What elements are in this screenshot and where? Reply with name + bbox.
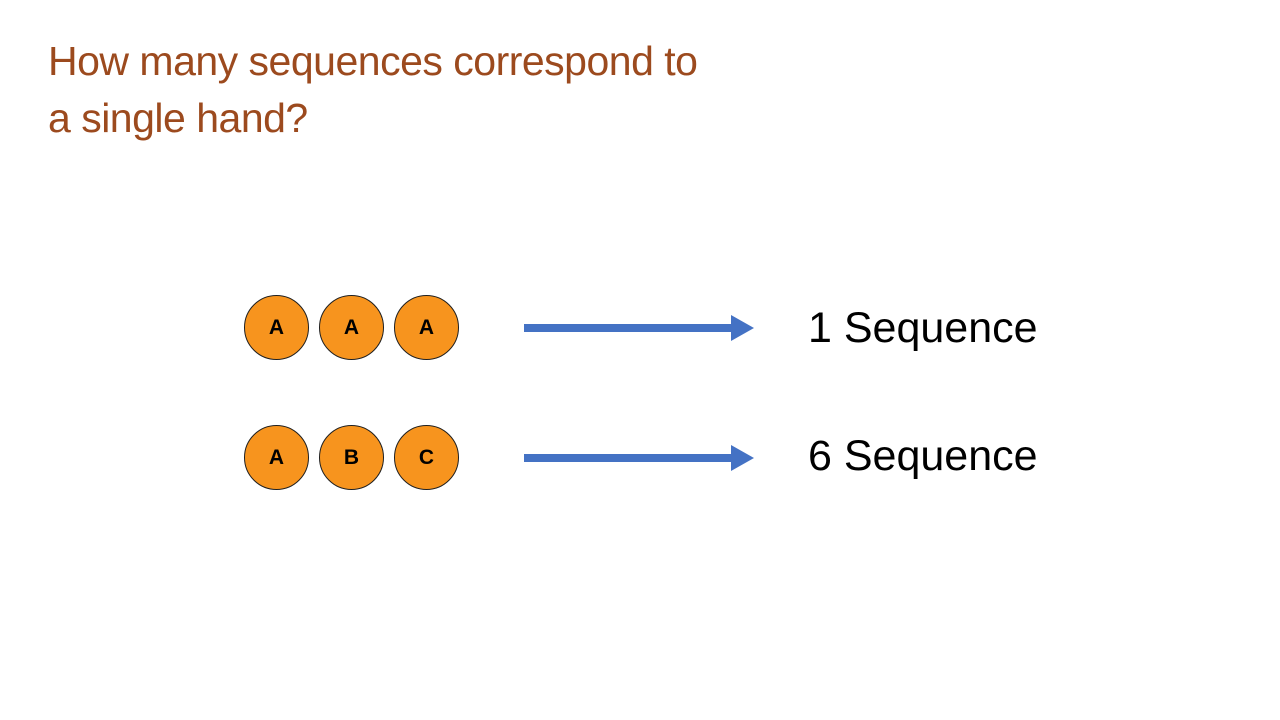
card-circle: A bbox=[319, 295, 384, 360]
title-line-1: How many sequences correspond to bbox=[48, 38, 698, 84]
sequence-count-label: 6 Sequence bbox=[808, 432, 1038, 480]
card-circle: A bbox=[244, 295, 309, 360]
card-letter: C bbox=[418, 446, 435, 469]
sequence-count-label: 1 Sequence bbox=[808, 304, 1038, 352]
card-circle: B bbox=[319, 425, 384, 490]
right-arrow-icon bbox=[524, 445, 754, 471]
card-letter: B bbox=[343, 446, 360, 469]
card-circle: A bbox=[394, 295, 459, 360]
card-letter: A bbox=[268, 316, 285, 339]
slide-title: How many sequences correspond to a singl… bbox=[48, 33, 828, 147]
card-circle: A bbox=[244, 425, 309, 490]
card-letter: A bbox=[418, 316, 435, 339]
card-circle: C bbox=[394, 425, 459, 490]
card-letter: A bbox=[268, 446, 285, 469]
title-line-2: a single hand? bbox=[48, 95, 308, 141]
right-arrow-icon bbox=[524, 315, 754, 341]
card-letter: A bbox=[343, 316, 360, 339]
